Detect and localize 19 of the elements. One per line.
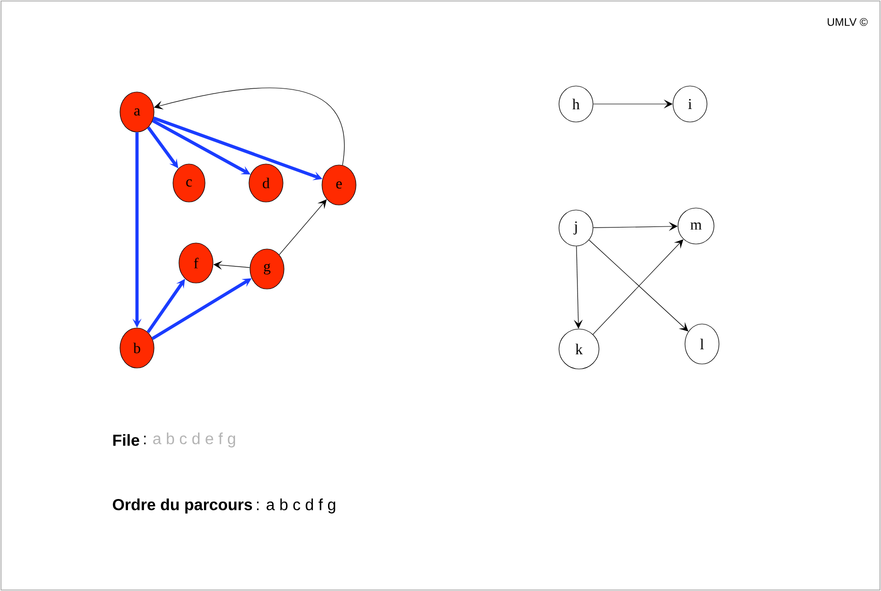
row-title: File (113, 434, 140, 446)
graph-node: h (558, 86, 594, 122)
graph-node: k (558, 328, 600, 370)
graph-node: a (120, 92, 154, 132)
graph-node: m (678, 208, 714, 244)
graph-node: f (178, 242, 214, 284)
graph-node: j (558, 210, 594, 246)
separator: : (144, 436, 146, 444)
graph-node: c (172, 164, 206, 202)
graph-node: l (684, 324, 720, 364)
row-title: Ordre du parcours (112, 498, 252, 514)
graph-node: i (672, 86, 708, 122)
graph-node: d (248, 164, 284, 202)
graph-node: g (250, 248, 284, 290)
queue-contents: a b c d e f g (153, 432, 236, 448)
graph-node: b (120, 328, 154, 368)
graph-node: e (322, 164, 356, 206)
copyright-note: UMLV © (828, 18, 868, 26)
traversal-order: : a b c d f g (257, 498, 336, 514)
